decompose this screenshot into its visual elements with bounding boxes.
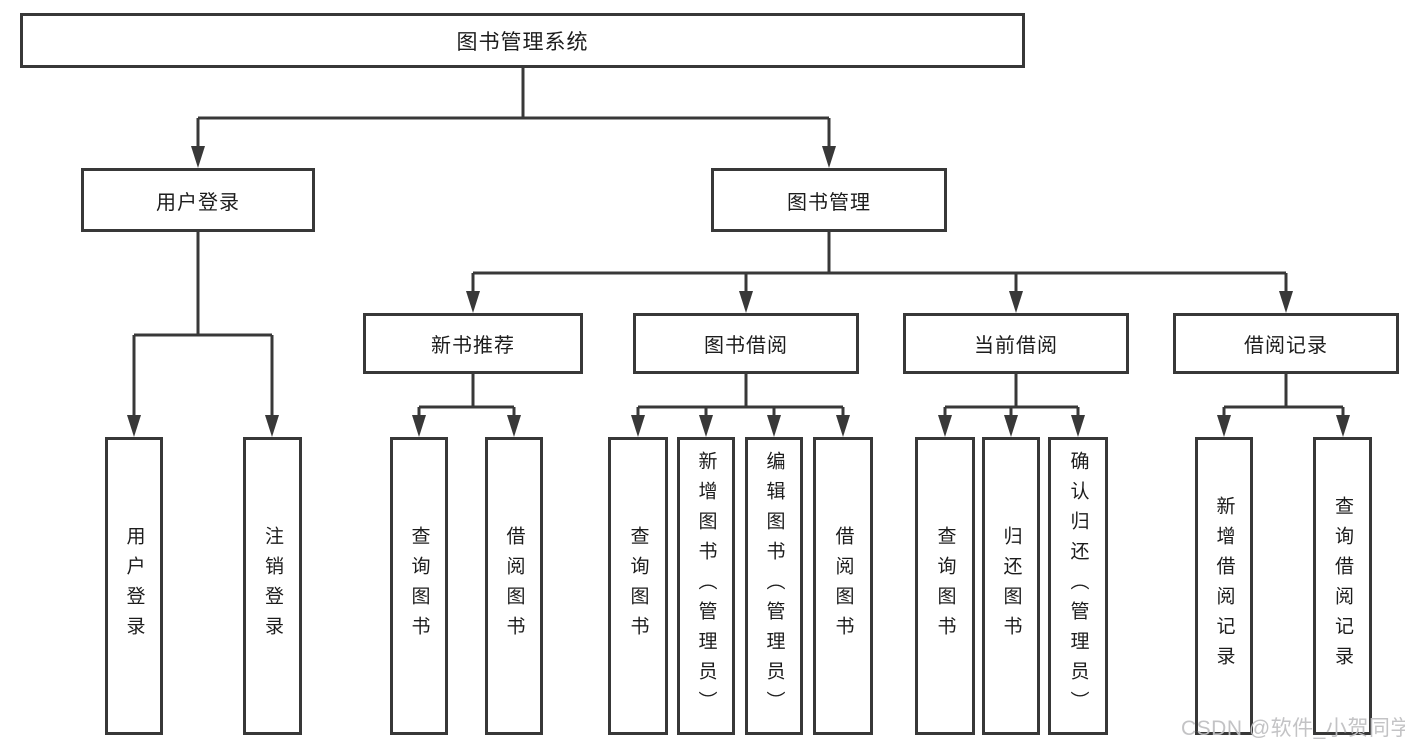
leaf-edit-book-admin-label: 编辑图书（管理员） <box>763 451 785 721</box>
leaf-query-borrow-record-label: 查询借阅记录 <box>1332 496 1353 676</box>
leaf-edit-book-admin: 编辑图书（管理员） <box>745 437 803 735</box>
node-book-borrowing-label: 图书借阅 <box>704 335 788 357</box>
leaf-user-login-label: 用户登录 <box>123 526 145 646</box>
leaf-query-books-recommend: 查询图书 <box>390 437 448 735</box>
leaf-query-books-borrowing: 查询图书 <box>608 437 668 735</box>
csdn-watermark: CSDN @软件_小贺同学 <box>1181 717 1405 740</box>
node-user-login: 用户登录 <box>81 168 315 232</box>
node-book-borrowing: 图书借阅 <box>633 313 859 374</box>
arrowhead-icons <box>127 146 1350 437</box>
node-book-management-label: 图书管理 <box>787 191 871 214</box>
leaf-query-books-recommend-label: 查询图书 <box>408 526 430 646</box>
node-new-book-recommend-label: 新书推荐 <box>431 335 515 357</box>
node-current-borrowing: 当前借阅 <box>903 313 1129 374</box>
leaf-return-book: 归还图书 <box>982 437 1040 735</box>
node-borrow-records: 借阅记录 <box>1173 313 1399 374</box>
leaf-borrow-books-recommend-label: 借阅图书 <box>503 526 525 646</box>
node-root-system: 图书管理系统 <box>20 13 1025 68</box>
leaf-add-borrow-record: 新增借阅记录 <box>1195 437 1253 735</box>
leaf-user-login: 用户登录 <box>105 437 163 735</box>
leaf-query-books-current: 查询图书 <box>915 437 975 735</box>
leaf-borrow-books: 借阅图书 <box>813 437 873 735</box>
leaf-query-books-borrowing-label: 查询图书 <box>627 526 649 646</box>
leaf-borrow-books-label: 借阅图书 <box>832 526 854 646</box>
leaf-query-books-current-label: 查询图书 <box>934 526 956 646</box>
leaf-add-book-admin-label: 新增图书（管理员） <box>695 451 717 721</box>
node-current-borrowing-label: 当前借阅 <box>974 335 1058 357</box>
node-borrow-records-label: 借阅记录 <box>1244 335 1328 357</box>
leaf-logout: 注销登录 <box>243 437 302 735</box>
leaf-query-borrow-record: 查询借阅记录 <box>1313 437 1372 735</box>
leaf-return-book-label: 归还图书 <box>1000 526 1022 646</box>
node-root-system-label: 图书管理系统 <box>456 30 589 54</box>
leaf-confirm-return-admin: 确认归还（管理员） <box>1048 437 1108 735</box>
node-book-management: 图书管理 <box>711 168 947 232</box>
leaf-logout-label: 注销登录 <box>262 526 283 646</box>
leaf-add-book-admin: 新增图书（管理员） <box>677 437 735 735</box>
leaf-borrow-books-recommend: 借阅图书 <box>485 437 543 735</box>
leaf-add-borrow-record-label: 新增借阅记录 <box>1213 496 1235 676</box>
leaf-confirm-return-admin-label: 确认归还（管理员） <box>1067 451 1089 721</box>
node-user-login-label: 用户登录 <box>156 191 240 214</box>
node-new-book-recommend: 新书推荐 <box>363 313 583 374</box>
